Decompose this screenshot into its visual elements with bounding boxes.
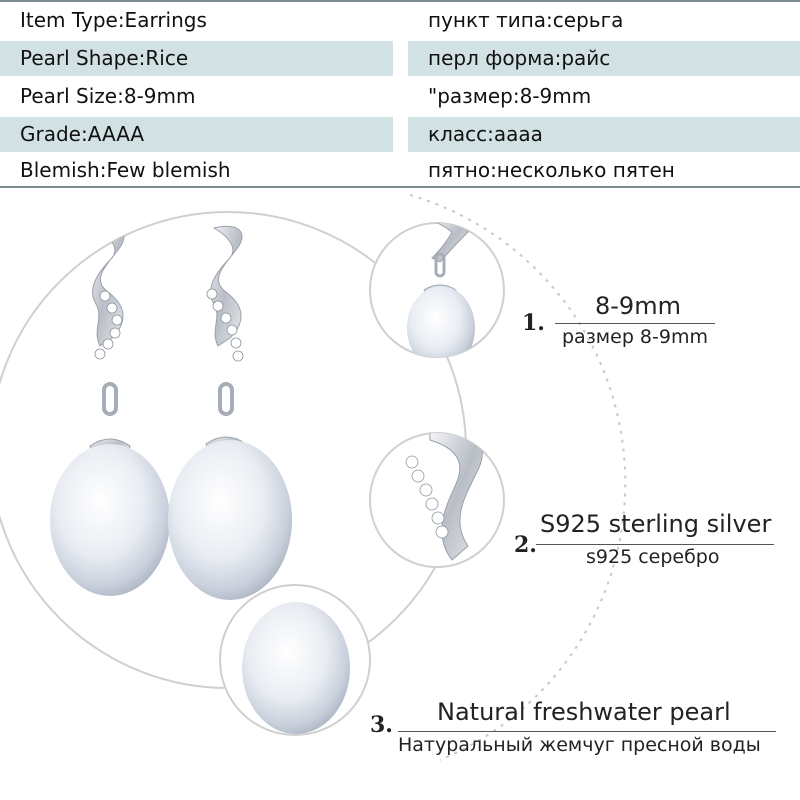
feature-subtitle: s925 серебро: [586, 546, 720, 568]
spec-cell-ru: перл форма:райс: [408, 41, 800, 76]
detail-circle-silver: [369, 432, 505, 568]
earrings-pair: [50, 225, 292, 600]
feature-title: 8-9mm: [595, 292, 681, 320]
feature-subtitle: Натуральный жемчуг пресной воды: [398, 734, 761, 756]
spec-row: Blemish:Few blemish пятно:несколько пяте…: [0, 153, 800, 191]
spec-row: Item Type:Earrings пункт типа:серьга: [0, 3, 800, 41]
spec-cell-ru: пятно:несколько пятен: [428, 158, 675, 182]
feature-number: 3.: [370, 712, 393, 738]
spec-row: Pearl Size:8-9mm "размер:8-9mm: [0, 79, 800, 117]
spec-row: Grade:AAAA класс:аааа: [0, 117, 800, 155]
spec-cell-ru: пункт типа:серьга: [428, 8, 624, 32]
feature-divider: [555, 323, 715, 324]
dotted-arc: [409, 194, 627, 761]
spec-cell-en: Blemish:Few blemish: [20, 158, 231, 182]
spec-cell-en: Pearl Shape:Rice: [0, 41, 393, 76]
spec-cell-en: Item Type:Earrings: [20, 8, 207, 32]
earring-right: [168, 225, 292, 600]
feature-number: 2.: [514, 532, 537, 558]
feature-subtitle: размер 8-9mm: [562, 326, 708, 348]
spec-cell-en: Grade:AAAA: [0, 117, 393, 152]
spec-cell-ru: класс:аааа: [408, 117, 800, 152]
feature-title: S925 sterling silver: [540, 510, 772, 538]
earring-left: [50, 225, 170, 596]
spec-row: Pearl Shape:Rice перл форма:райс: [0, 41, 800, 79]
table-bottom-rule: [0, 186, 800, 188]
table-top-rule: [0, 0, 800, 2]
feature-number: 1.: [522, 310, 545, 336]
feature-divider: [398, 731, 776, 732]
feature-divider: [536, 544, 774, 545]
feature-title: Natural freshwater pearl: [437, 698, 731, 726]
spec-cell-ru: "размер:8-9mm: [428, 84, 592, 108]
spec-cell-en: Pearl Size:8-9mm: [20, 84, 196, 108]
